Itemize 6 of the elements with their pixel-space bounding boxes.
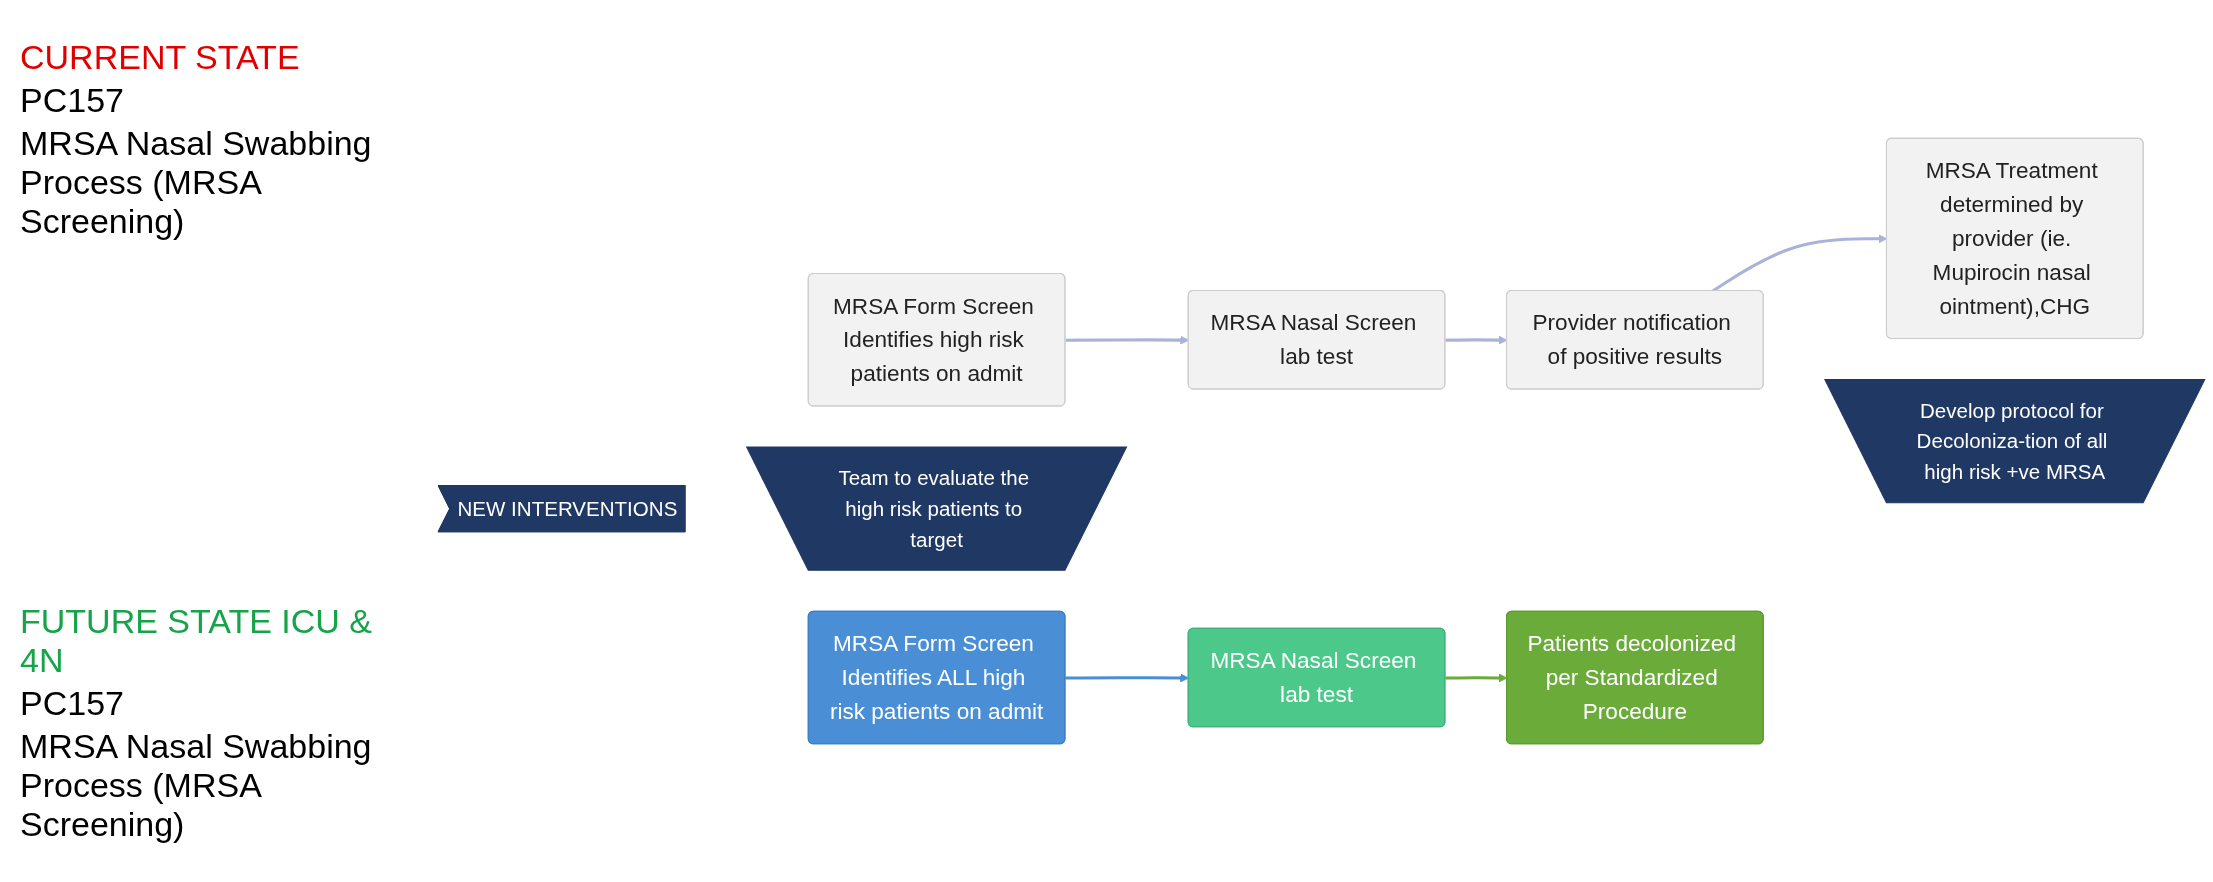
state-heading: FUTURE STATE ICU & 4N <box>20 602 373 680</box>
state-text: PC157 <box>20 81 125 120</box>
state-text: MRSA Nasal Swabbing Process (MRSA Screening) <box>20 124 373 241</box>
state-text: PC157 <box>20 684 125 723</box>
state-heading: CURRENT STATE <box>20 38 301 77</box>
state-text: MRSA Nasal Swabbing Process (MRSA Screening) <box>20 727 373 844</box>
